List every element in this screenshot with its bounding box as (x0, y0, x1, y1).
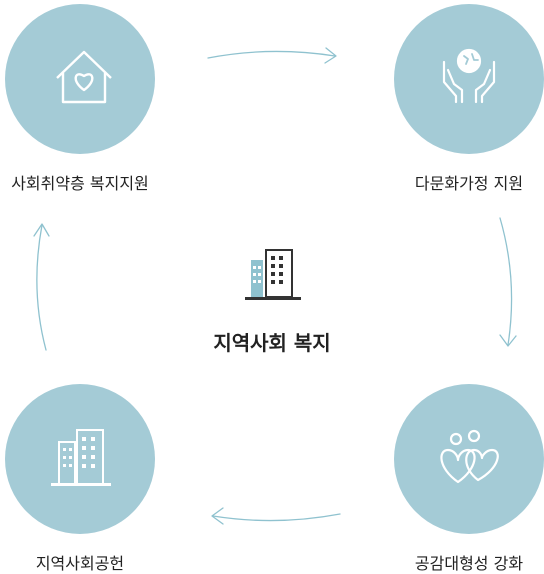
node-circle-empathy (394, 384, 544, 534)
arrow-top (207, 50, 336, 59)
node-circle-community (5, 384, 155, 534)
hearts-people-icon (440, 429, 499, 484)
node-label-multicultural: 다문화가정 지원 (414, 174, 524, 193)
node-circle-welfare (5, 4, 155, 154)
building-icon (51, 429, 111, 486)
node-label-empathy: 공감대형성 강화 (414, 554, 524, 573)
node-circle-multicultural (394, 4, 544, 154)
globe-hands-icon (442, 48, 496, 104)
node-label-community: 지역사회공헌 (35, 554, 125, 573)
node-label-welfare: 사회취약층 복지지원 (11, 174, 149, 193)
house-heart-icon (56, 50, 112, 104)
arrow-left (36, 224, 47, 351)
center-title: 지역사회 복지 (213, 331, 331, 355)
arrow-bottom (212, 513, 341, 522)
building-icon (245, 249, 301, 300)
arrow-right (499, 217, 513, 346)
